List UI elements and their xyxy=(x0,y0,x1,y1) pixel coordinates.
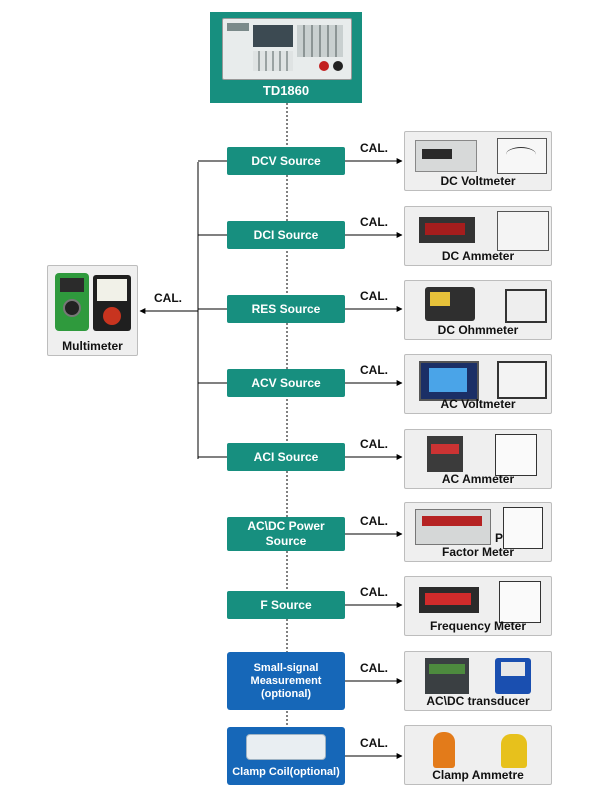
clamp-coil-cal-label: CAL. xyxy=(360,736,388,750)
f-target-label: Frequency Meter xyxy=(429,619,527,633)
acdc-power-cal-label: CAL. xyxy=(360,514,388,528)
clamp-ammeter-device-icon xyxy=(405,728,553,770)
dcv-target-card: DC Voltmeter xyxy=(404,131,552,191)
clamp-coil-target-card: Clamp Ammetre xyxy=(404,725,552,785)
dcv-cal-label: CAL. xyxy=(360,141,388,155)
aci-target-card: AC Ammeter xyxy=(404,429,552,489)
dcv-source-label: DCV Source xyxy=(251,153,321,168)
ac-voltmeter-device-icon xyxy=(405,357,553,401)
small-signal-source-label-line: (optional) xyxy=(260,687,312,700)
clamp-coil-source-box: Clamp Coil(optional) xyxy=(227,727,345,785)
small-signal-target-label: AC\DC transducer xyxy=(426,694,530,708)
aci-source-box: ACI Source xyxy=(227,443,345,471)
acv-cal-label: CAL. xyxy=(360,363,388,377)
clamp-coil-target-label: Clamp Ammetre xyxy=(432,768,524,782)
acdc-power-source-box: AC\DC Power Source xyxy=(227,517,345,551)
res-cal-label: CAL. xyxy=(360,289,388,303)
td1860-instrument-icon xyxy=(222,18,352,80)
small-signal-target-card: AC\DC transducer xyxy=(404,651,552,711)
dci-source-label: DCI Source xyxy=(253,227,319,242)
acv-target-label: AC Voltmeter xyxy=(440,397,516,411)
f-source-label: F Source xyxy=(260,597,312,612)
clamp-coil-device-icon xyxy=(246,733,326,760)
multimeter-cal-label: CAL. xyxy=(154,291,182,305)
acdc-power-target-prefix: P xyxy=(495,531,504,545)
power-factor-meter-device-icon xyxy=(405,505,553,549)
f-source-box: F Source xyxy=(227,591,345,619)
multimeter-device-icon xyxy=(55,273,89,331)
small-signal-cal-label: CAL. xyxy=(360,661,388,675)
res-target-card: DC Ohmmeter xyxy=(404,280,552,340)
res-target-label: DC Ohmmeter xyxy=(437,323,519,337)
acdc-power-target-label: Factor Meter xyxy=(441,545,515,559)
td1860-label: TD1860 xyxy=(262,83,310,98)
analog-multimeter-icon xyxy=(93,275,131,331)
res-source-box: RES Source xyxy=(227,295,345,323)
f-target-card: Frequency Meter xyxy=(404,576,552,636)
acv-source-label: ACV Source xyxy=(251,375,321,390)
small-signal-source-label-line: Small-signal xyxy=(253,661,319,674)
aci-target-label: AC Ammeter xyxy=(441,472,515,486)
dci-source-box: DCI Source xyxy=(227,221,345,249)
f-cal-label: CAL. xyxy=(360,585,388,599)
dc-ammeter-device-icon xyxy=(405,209,553,251)
aci-source-label: ACI Source xyxy=(253,449,319,464)
dc-ohmmeter-device-icon xyxy=(405,283,553,325)
frequency-meter-device-icon xyxy=(405,579,553,623)
dci-target-label: DC Ammeter xyxy=(441,249,515,263)
dci-target-card: DC Ammeter xyxy=(404,206,552,266)
multimeter-label: Multimeter xyxy=(62,339,123,353)
td1860-block: TD1860 xyxy=(210,12,362,103)
dc-voltmeter-device-icon xyxy=(405,134,553,176)
transducer-device-icon xyxy=(405,654,553,696)
acdc-power-source-label: AC\DC Power Source xyxy=(247,519,325,548)
aci-cal-label: CAL. xyxy=(360,437,388,451)
dcv-source-box: DCV Source xyxy=(227,147,345,175)
small-signal-source-label-line: Measurement xyxy=(250,674,322,687)
multimeter-card: Multimeter xyxy=(47,265,138,356)
acv-target-card: AC Voltmeter xyxy=(404,354,552,414)
acv-source-box: ACV Source xyxy=(227,369,345,397)
ac-ammeter-device-icon xyxy=(405,432,553,476)
dcv-target-label: DC Voltmeter xyxy=(440,174,516,188)
dci-cal-label: CAL. xyxy=(360,215,388,229)
clamp-coil-source-label: Clamp Coil(optional) xyxy=(232,765,340,778)
res-source-label: RES Source xyxy=(251,301,321,316)
